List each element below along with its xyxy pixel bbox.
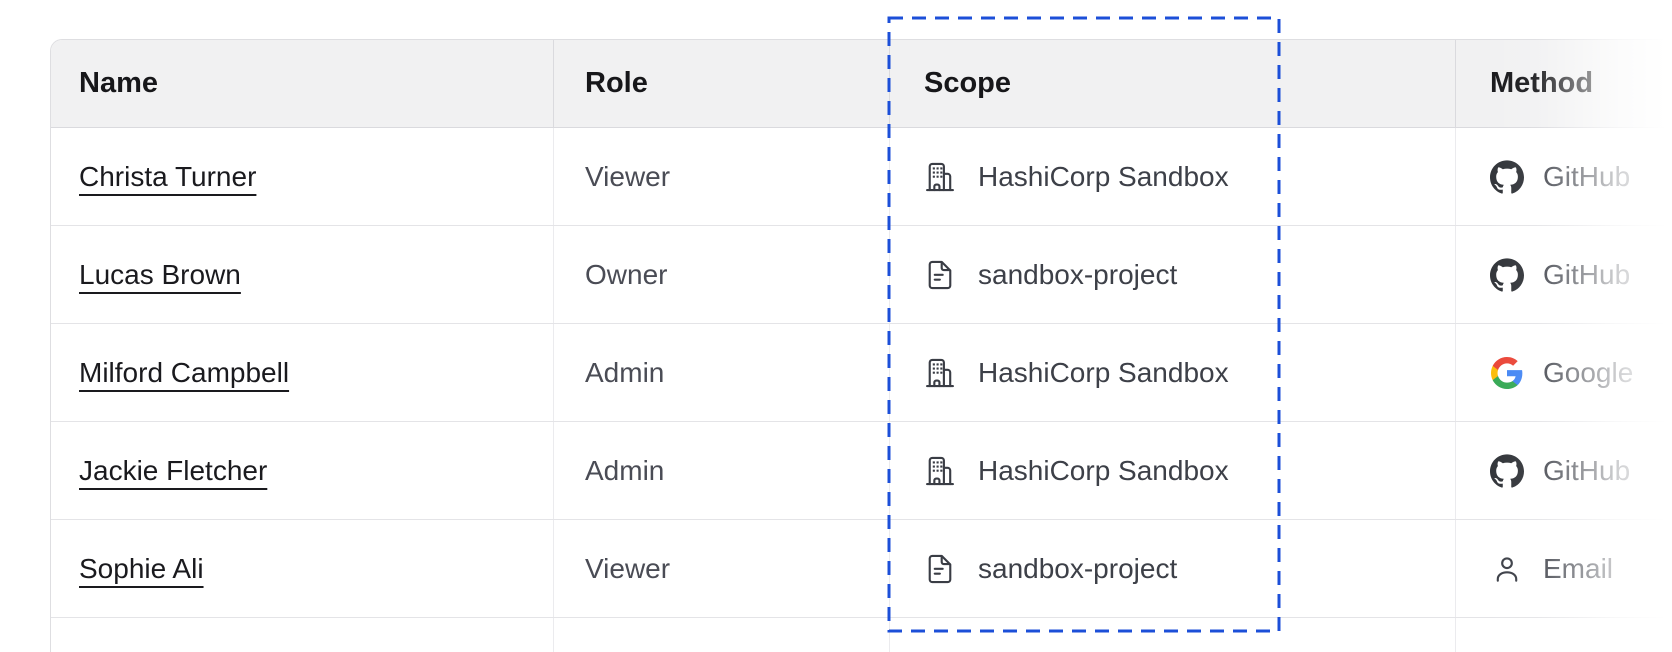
column-header-role[interactable]: Role	[554, 40, 890, 127]
method-cell: GitHub	[1456, 226, 1672, 323]
column-header-name[interactable]: Name	[51, 40, 554, 127]
members-table: Name Role Scope Method Christa Turner Vi…	[50, 39, 1672, 652]
scope-value: HashiCorp Sandbox	[978, 160, 1229, 192]
scope-cell: HashiCorp Sandbox	[890, 324, 1456, 421]
role-value: Viewer	[585, 552, 671, 584]
member-name-link[interactable]: Milford Campbell	[79, 356, 290, 388]
google-icon	[1490, 356, 1524, 390]
scope-value: sandbox-project	[978, 552, 1178, 584]
github-icon	[1490, 159, 1524, 194]
column-header-method[interactable]: Method	[1490, 67, 1594, 99]
role-cell: Viewer	[554, 128, 890, 225]
method-value: Email	[1543, 552, 1614, 584]
org-building-icon	[923, 160, 957, 194]
role-cell: Owner	[554, 226, 890, 323]
table-body: Christa Turner Viewer	[51, 128, 1672, 652]
member-name-link[interactable]: Christa Turner	[79, 160, 257, 192]
name-cell: Lucas Brown	[51, 226, 554, 323]
member-name-link[interactable]: Lucas Brown	[79, 258, 241, 290]
scope-cell: sandbox-project	[890, 520, 1456, 617]
name-cell: Christa Turner	[51, 128, 554, 225]
table-row: Sophie Ali Viewer	[51, 520, 1672, 618]
name-cell: Jackie Fletcher	[51, 422, 554, 519]
github-icon	[1490, 257, 1524, 292]
method-cell: GitHub	[1456, 128, 1672, 225]
scope-cell: HashiCorp Sandbox	[890, 422, 1456, 519]
role-cell	[554, 618, 890, 652]
role-value: Owner	[585, 258, 668, 290]
table-row: Jackie Fletcher Admin	[51, 422, 1672, 520]
user-icon	[1490, 552, 1524, 586]
table-row: Milford Campbell Admin	[51, 324, 1672, 422]
scope-value: HashiCorp Sandbox	[978, 356, 1229, 388]
table-row	[51, 618, 1672, 652]
scope-cell: sandbox-project	[890, 226, 1456, 323]
name-cell: Sophie Ali	[51, 520, 554, 617]
member-name-link[interactable]: Sophie Ali	[79, 552, 204, 584]
github-icon	[1490, 453, 1524, 488]
role-value: Admin	[585, 356, 665, 388]
method-value: Google	[1543, 356, 1634, 388]
role-value: Admin	[585, 454, 665, 486]
role-value: Viewer	[585, 160, 671, 192]
scope-cell: HashiCorp Sandbox	[890, 128, 1456, 225]
role-cell: Admin	[554, 324, 890, 421]
document-icon	[923, 258, 957, 292]
org-building-icon	[923, 454, 957, 488]
document-icon	[923, 552, 957, 586]
table-row: Christa Turner Viewer	[51, 128, 1672, 226]
org-building-icon	[923, 356, 957, 390]
method-value: GitHub	[1543, 454, 1631, 486]
name-cell: Milford Campbell	[51, 324, 554, 421]
method-value: GitHub	[1543, 258, 1631, 290]
table-row: Lucas Brown Owner	[51, 226, 1672, 324]
method-value: GitHub	[1543, 160, 1631, 192]
table-header-row: Name Role Scope Method	[51, 40, 1672, 128]
scope-value: sandbox-project	[978, 258, 1178, 290]
method-cell	[1456, 618, 1672, 652]
name-cell	[51, 618, 554, 652]
column-header-scope[interactable]: Scope	[890, 40, 1456, 127]
member-name-link[interactable]: Jackie Fletcher	[79, 454, 268, 486]
method-cell: Email	[1456, 520, 1672, 617]
role-cell: Admin	[554, 422, 890, 519]
method-cell: Google	[1456, 324, 1672, 421]
scope-value: HashiCorp Sandbox	[978, 454, 1229, 486]
method-cell: GitHub	[1456, 422, 1672, 519]
scope-cell	[890, 618, 1456, 652]
role-cell: Viewer	[554, 520, 890, 617]
